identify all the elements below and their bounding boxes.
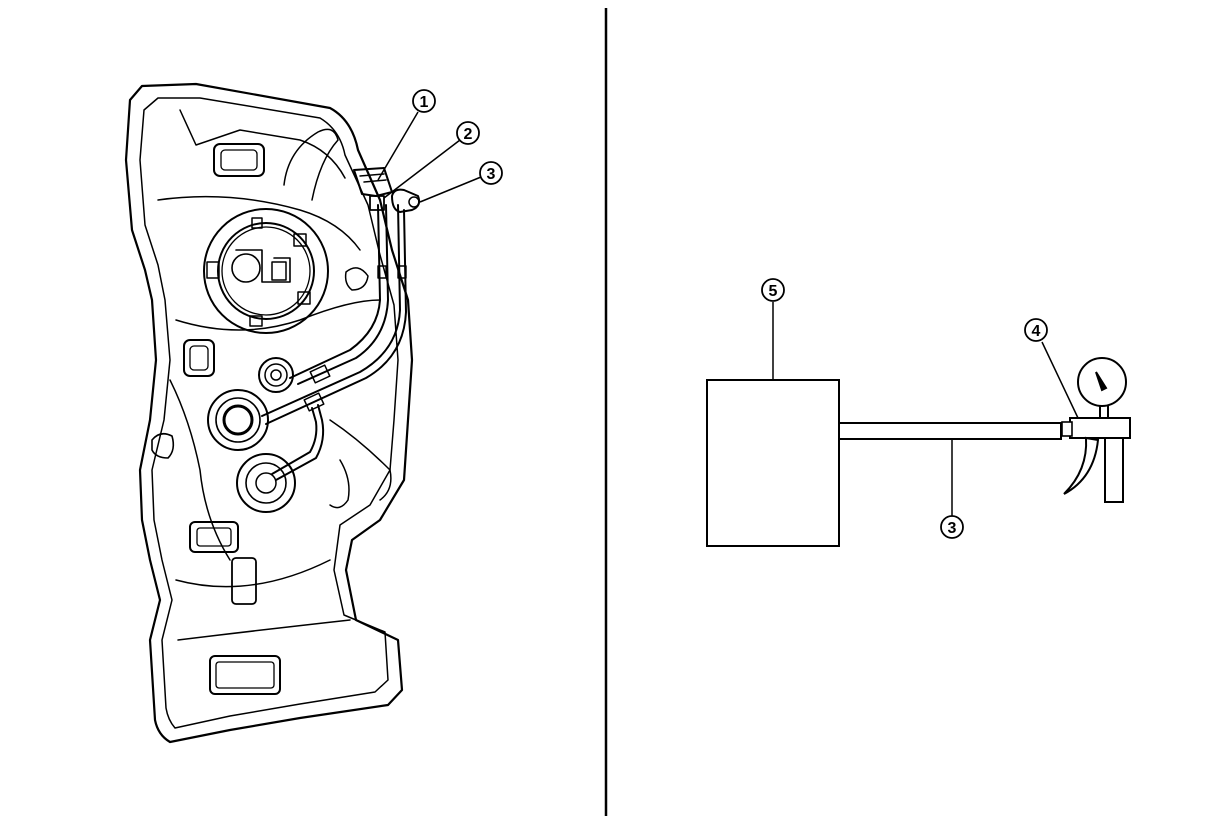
tank-fitting bbox=[236, 453, 296, 513]
fuel-pump-ring bbox=[203, 208, 329, 334]
pipe-clip bbox=[397, 265, 407, 279]
ring-tab bbox=[206, 261, 220, 279]
gauge-fitting-collar bbox=[1061, 421, 1073, 437]
tank-bump bbox=[344, 267, 369, 291]
tank-fitting bbox=[258, 357, 294, 393]
gauge-hook bbox=[1063, 436, 1100, 495]
tank-recess bbox=[220, 149, 258, 171]
callout-5-label: 5 bbox=[769, 283, 778, 300]
ring-tab bbox=[249, 315, 263, 327]
tank-outer-outline bbox=[124, 82, 414, 744]
connector-2 bbox=[369, 195, 385, 211]
fuel-tank-illustration bbox=[124, 82, 421, 744]
fuel-pipe bbox=[289, 204, 381, 379]
fuel-pipe bbox=[275, 404, 325, 481]
callout-2-label: 2 bbox=[464, 126, 473, 143]
hose bbox=[838, 422, 1062, 440]
tank-recess bbox=[215, 661, 275, 689]
leader-line-2 bbox=[383, 139, 461, 199]
tank-ridge bbox=[329, 419, 392, 501]
tank-ridge bbox=[169, 379, 231, 561]
tank-ridge bbox=[175, 559, 331, 588]
tank-fitting bbox=[264, 363, 288, 387]
fuel-pipe bbox=[271, 407, 318, 475]
gauge-needle bbox=[1095, 371, 1108, 392]
fuel-pipe bbox=[297, 204, 389, 385]
fuel-pump-ring bbox=[217, 222, 315, 320]
connector-1-detail bbox=[359, 173, 387, 183]
tank-ridge bbox=[329, 459, 350, 509]
callout-leaders-right bbox=[772, 302, 1079, 516]
callout-2: 2 bbox=[456, 121, 480, 145]
fuel-pump-ring bbox=[221, 226, 311, 316]
tank-recess bbox=[209, 655, 281, 695]
connector-1 bbox=[353, 167, 393, 197]
tank-fitting bbox=[255, 472, 277, 494]
callout-4-label: 4 bbox=[1032, 323, 1041, 340]
callout-3-right: 3 bbox=[940, 515, 964, 539]
tank-ridge bbox=[175, 299, 381, 331]
gauge-fitting bbox=[1069, 417, 1131, 439]
connector-3 bbox=[391, 188, 421, 213]
tank-ridge bbox=[177, 619, 351, 641]
pump-inner-circle bbox=[231, 253, 261, 283]
tank-fitting bbox=[222, 404, 254, 436]
tank-ridge bbox=[283, 128, 339, 201]
tank-fitting bbox=[215, 397, 261, 443]
tank-ridge bbox=[179, 109, 346, 179]
ring-tab bbox=[297, 291, 311, 305]
callout-1-label: 1 bbox=[420, 94, 429, 111]
callout-3-right-label: 3 bbox=[948, 520, 957, 537]
tank-fitting bbox=[270, 369, 282, 381]
callout-5: 5 bbox=[761, 278, 785, 302]
ring-tab bbox=[293, 233, 307, 247]
tank-recess bbox=[183, 339, 215, 377]
fuel-pipe bbox=[265, 209, 407, 425]
gauge-handle bbox=[1104, 437, 1124, 503]
connector-3-detail bbox=[408, 196, 420, 208]
tank-recess bbox=[213, 143, 265, 177]
leader-line-4 bbox=[1041, 341, 1079, 419]
callout-3: 3 bbox=[479, 161, 503, 185]
leader-line-3 bbox=[419, 176, 482, 203]
pipe-joint bbox=[303, 392, 325, 412]
tank-fitting bbox=[245, 462, 287, 504]
pressure-test-setup bbox=[706, 357, 1131, 547]
callout-3-label: 3 bbox=[487, 166, 496, 183]
tank-recess bbox=[231, 557, 257, 605]
callout-1: 1 bbox=[412, 89, 436, 113]
tank-bump bbox=[151, 432, 175, 459]
tank-recess bbox=[189, 345, 209, 371]
fuel-pipe bbox=[261, 204, 401, 417]
tank-recess bbox=[189, 521, 239, 553]
ring-tab bbox=[251, 217, 263, 229]
pump-bracket bbox=[235, 249, 291, 283]
pump-connector bbox=[271, 261, 287, 281]
tank-fitting bbox=[207, 389, 269, 451]
callout-leaders bbox=[377, 111, 482, 203]
tank-inner-outline bbox=[139, 97, 399, 729]
leader-line-1 bbox=[377, 111, 419, 181]
tank-ridge bbox=[157, 195, 361, 251]
pipe-joint bbox=[309, 364, 331, 384]
tank-recess bbox=[196, 527, 232, 547]
callout-4: 4 bbox=[1024, 318, 1048, 342]
pipe-clip bbox=[377, 265, 387, 279]
test-unit-box bbox=[706, 379, 840, 547]
